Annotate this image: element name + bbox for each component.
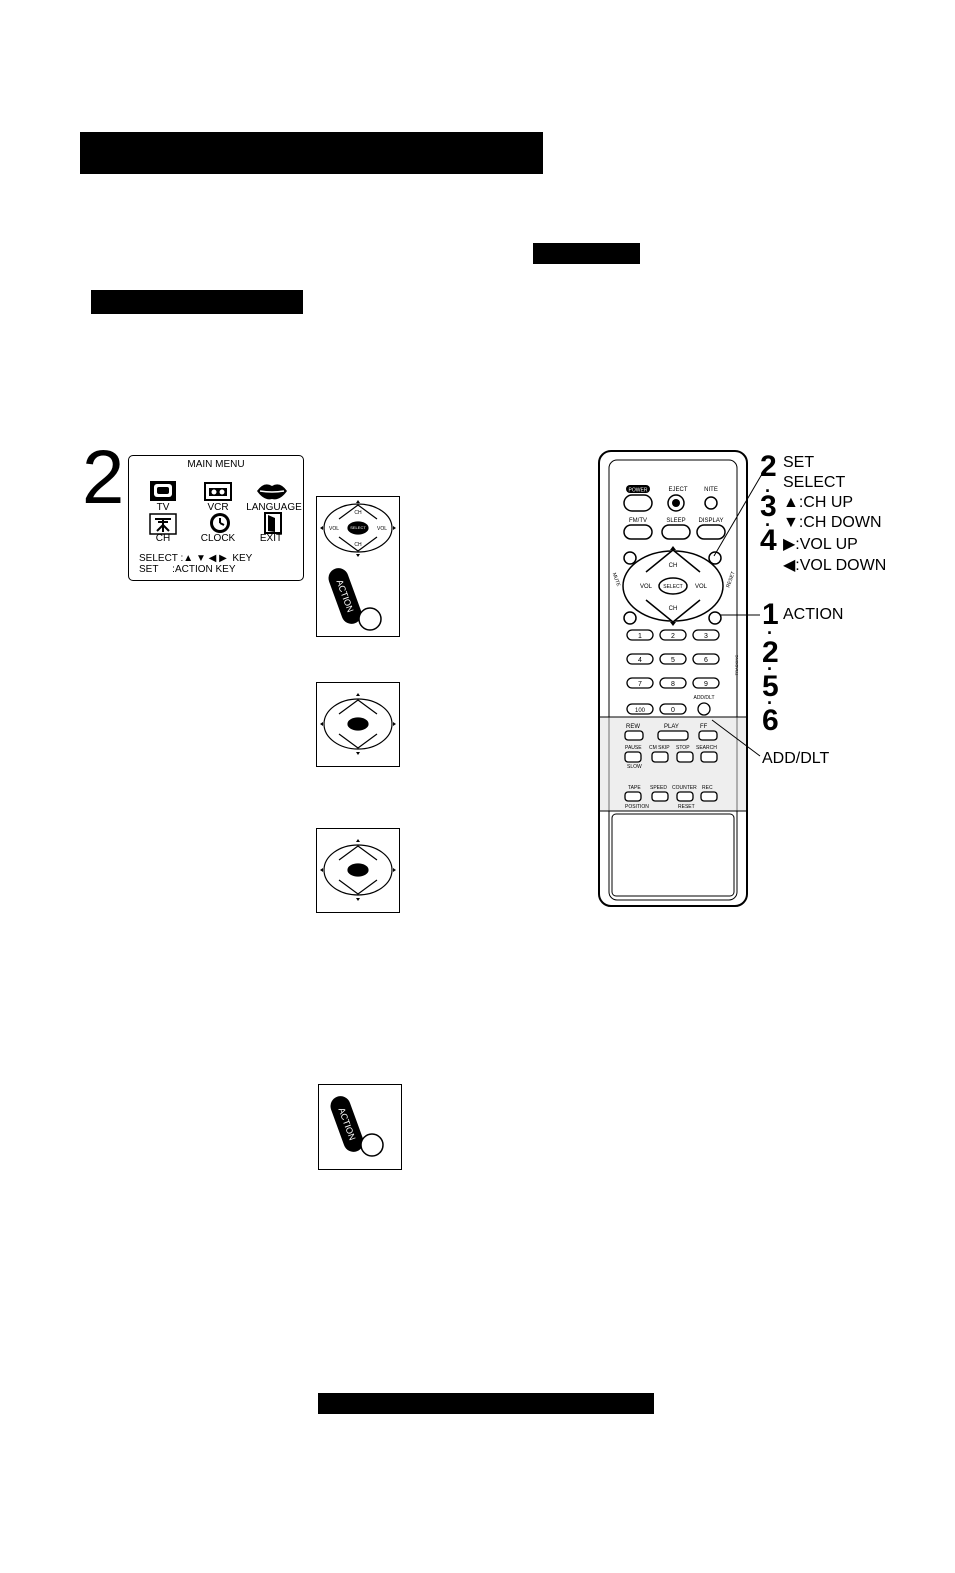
direction-pad-icon: [320, 839, 396, 901]
callout-ch-up: ▲:CH UP: [783, 494, 854, 511]
side-reset-label: RESET: [725, 571, 736, 589]
step-number: 2: [82, 435, 125, 520]
key-4: 4: [638, 657, 642, 664]
pause-label: PAUSE: [625, 745, 642, 751]
menu-item-language: LANGUAGE: [246, 502, 302, 513]
pad-box-2: [316, 682, 400, 767]
callout-adddlt: ADD/DLT: [762, 750, 830, 767]
callout-step-6: 6: [762, 704, 779, 737]
tracking-label: TRACKING: [734, 655, 739, 676]
callout-step-2: 2: [760, 450, 777, 483]
callout-dot: ·: [767, 693, 773, 713]
counter-label: COUNTER: [672, 785, 697, 791]
direction-pad-icon: SELECT CH CH VOL VOL: [320, 500, 396, 557]
action-button-icon: ACTION: [330, 1096, 384, 1157]
menu-item-vcr: VCR: [207, 502, 229, 513]
pad-ch-down-label: CH: [354, 542, 362, 548]
slow-label: SLOW: [627, 764, 642, 770]
clock-icon: [210, 513, 230, 533]
key-100: 100: [635, 708, 646, 714]
position-label: POSITION: [625, 804, 649, 810]
remote-control: POWER EJECT NITE FM/TV SLEEP DISPLAY SEL…: [598, 450, 748, 907]
callout-lines: [711, 473, 763, 757]
key-6: 6: [704, 657, 708, 664]
nite-label: NITE: [704, 487, 718, 493]
callout-step-3: 3: [760, 490, 777, 523]
bottom-reset-label: RESET: [678, 804, 695, 810]
search-label: SEARCH: [696, 745, 717, 751]
menu-title: MAIN MENU: [187, 459, 245, 470]
remote-ch-up-label: CH: [669, 563, 678, 569]
key-8: 8: [671, 681, 675, 688]
rew-label: REW: [626, 724, 640, 730]
menu-item-clock: CLOCK: [200, 533, 236, 544]
callout-step-2b: 2: [762, 636, 779, 669]
callout-vol-up: ▶:VOL UP: [783, 536, 858, 553]
subheading-redaction-bar: [91, 290, 303, 314]
display-label: DISPLAY: [699, 518, 724, 524]
callout-step-5: 5: [762, 670, 779, 703]
key-5: 5: [671, 657, 675, 664]
main-menu-panel: MAIN MENU TV VCR LANGUAGE CH CLOCK EXIT …: [128, 455, 304, 581]
power-label: POWER: [629, 488, 648, 494]
play-label: PLAY: [664, 724, 679, 730]
callout-set: SET: [783, 454, 815, 471]
remote-vol-left-label: VOL: [640, 584, 653, 590]
pad-action-box: SELECT CH CH VOL VOL ACTION: [316, 496, 400, 637]
cmskip-label: CM SKIP: [649, 745, 670, 751]
callout-select: SELECT: [783, 474, 846, 491]
ch-antenna-icon: [149, 513, 177, 535]
key-1: 1: [638, 633, 642, 640]
mute-label: MUTE: [611, 572, 622, 588]
callout-dot: ·: [767, 659, 773, 679]
ff-label: FF: [700, 724, 708, 730]
remote-ch-down-label: CH: [669, 606, 678, 612]
key-3: 3: [704, 633, 708, 640]
title-redaction-bar: [80, 132, 543, 174]
remote-select-label: SELECT: [663, 584, 682, 590]
callout-ch-down: ▼:CH DOWN: [783, 514, 882, 531]
remote-vol-right-label: VOL: [695, 584, 708, 590]
eject-label: EJECT: [668, 487, 687, 493]
stop-label: STOP: [676, 745, 690, 751]
tape-label: TAPE: [628, 785, 641, 791]
inline-redaction-bar: [533, 243, 640, 264]
pad-ch-up-label: CH: [354, 510, 362, 516]
menu-item-ch: CH: [155, 533, 171, 544]
pad-vol-right-label: VOL: [377, 526, 387, 532]
menu-item-exit: EXIT: [259, 533, 283, 544]
tv-icon: [150, 481, 176, 501]
sleep-label: SLEEP: [666, 518, 685, 524]
callout-step-4: 4: [760, 524, 777, 557]
footer-redaction-bar: [318, 1393, 654, 1414]
exit-door-icon: [264, 512, 282, 534]
key-9: 9: [704, 681, 708, 688]
direction-pad-icon: [320, 693, 396, 755]
fmtv-label: FM/TV: [629, 518, 647, 524]
menu-item-tv: TV: [156, 502, 170, 513]
pad-box-3: [316, 828, 400, 913]
callout-dot: ·: [767, 623, 773, 643]
callout-step-1: 1: [762, 598, 779, 631]
action-button-icon: ACTION: [328, 568, 382, 631]
pad-select-label: SELECT: [350, 525, 366, 530]
adddlt-label: ADD/DLT: [693, 695, 714, 701]
menu-footer-select: SELECT :▲ ▼ ◀ ▶ KEY: [139, 553, 253, 564]
callout-dot: ·: [765, 481, 771, 501]
callout-vol-down: ◀:VOL DOWN: [783, 557, 887, 574]
key-0: 0: [671, 707, 675, 714]
pad-vol-left-label: VOL: [329, 526, 339, 532]
callout-dot: ·: [765, 515, 771, 535]
key-2: 2: [671, 633, 675, 640]
menu-footer-set: SET :ACTION KEY: [139, 564, 236, 575]
vcr-icon: [204, 482, 232, 501]
action-box: ACTION: [318, 1084, 402, 1170]
speed-label: SPEED: [650, 785, 667, 791]
key-7: 7: [638, 681, 642, 688]
callout-action: ACTION: [783, 606, 844, 623]
rec-label: REC: [702, 785, 713, 791]
language-lips-icon: [257, 484, 287, 500]
